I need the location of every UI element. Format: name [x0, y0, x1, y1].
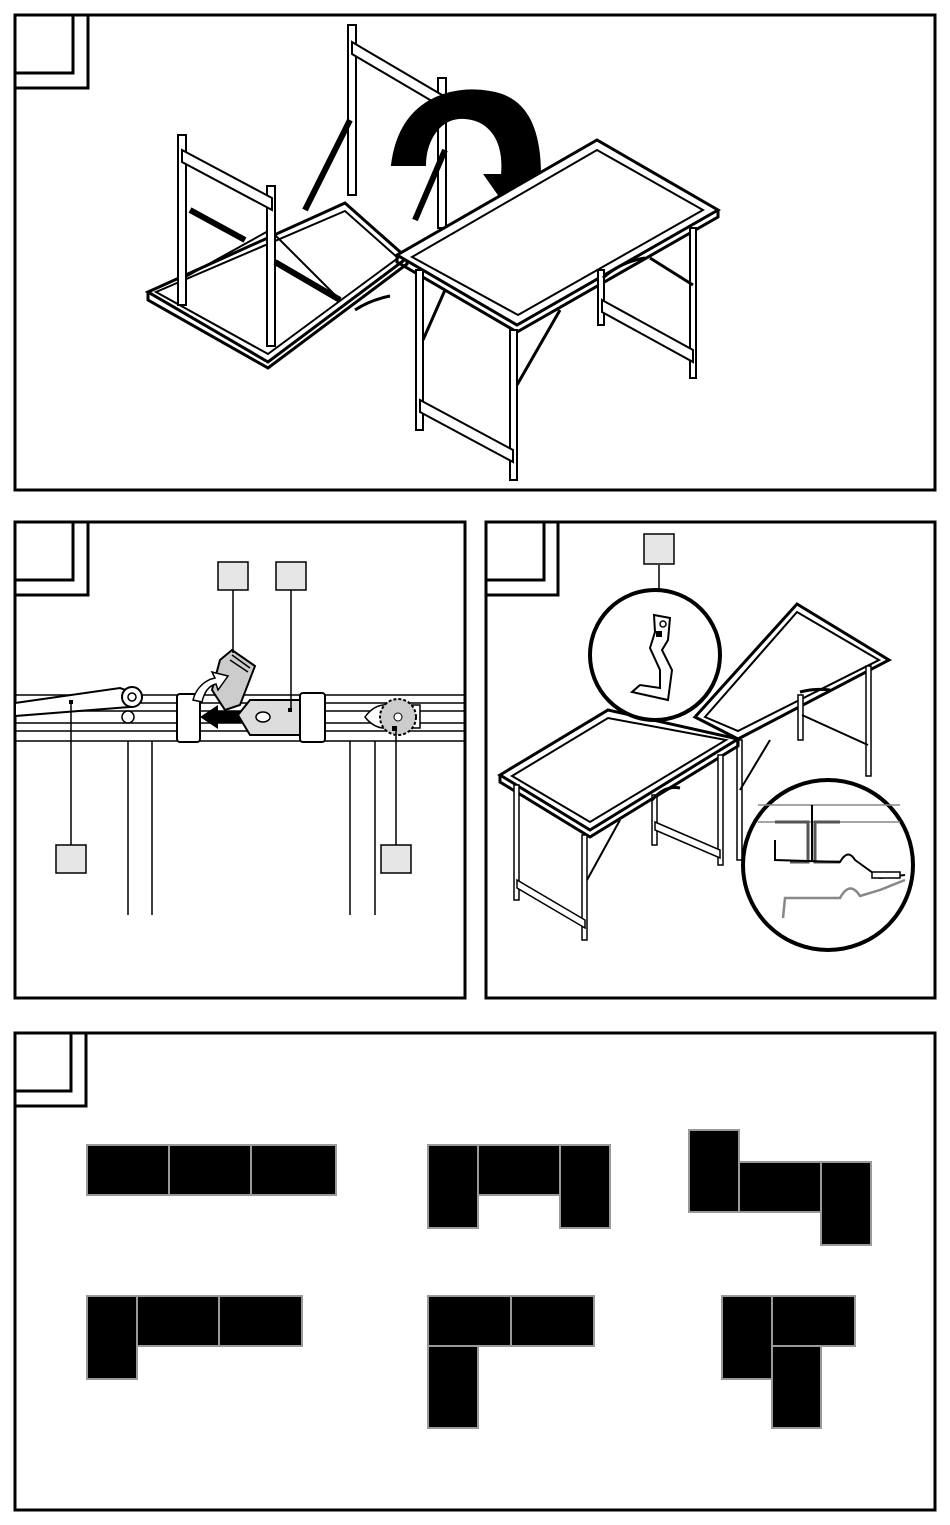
clip-detail-circle — [590, 534, 720, 720]
callout-box-b — [276, 562, 306, 590]
panel-4-frame — [15, 1033, 935, 1510]
joint-detail-circle — [743, 780, 913, 950]
panel-1-step-box — [15, 15, 73, 73]
panel-3 — [486, 522, 935, 998]
arrangement-l-shape — [87, 1296, 302, 1379]
arrangement-step-shape — [689, 1130, 871, 1245]
arrangement-corner-shape — [428, 1296, 594, 1428]
callout-box-d — [381, 845, 411, 873]
panel-2-frame — [15, 522, 465, 998]
callout-box-a — [218, 562, 248, 590]
arrangement-u-shape — [428, 1145, 610, 1228]
panel-4-step-box — [15, 1033, 71, 1091]
lever-arm — [15, 688, 140, 716]
pin-hole — [122, 711, 134, 723]
clip-callout-box — [644, 534, 674, 564]
panel-1 — [15, 15, 935, 490]
arrangement-straight — [87, 1145, 336, 1195]
table-upside-down — [148, 25, 446, 368]
callout-box-c — [56, 845, 86, 873]
arrangement-offset-shape — [722, 1296, 855, 1428]
panel-3-step-box — [486, 522, 544, 580]
panel-2-step-box — [15, 522, 73, 580]
panel-4 — [15, 1033, 935, 1510]
gear-wheel — [365, 699, 420, 735]
push-arrow — [200, 705, 242, 729]
panel-2 — [15, 522, 465, 998]
connector-plate — [238, 693, 325, 742]
